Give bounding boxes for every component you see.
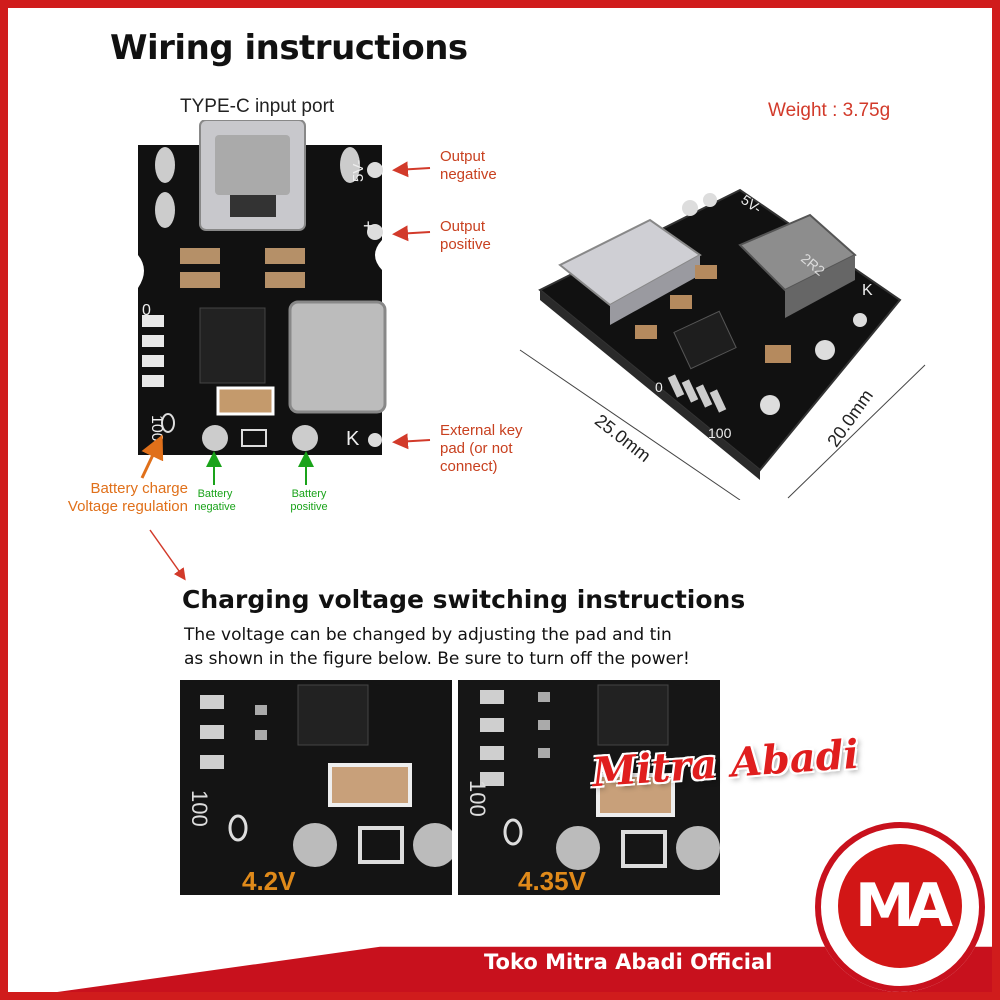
iso-label-0: 0 (655, 379, 663, 395)
store-logo-mark: MA (838, 844, 962, 968)
section2-line1: The voltage can be changed by adjusting … (184, 625, 672, 645)
weight-label: Weight : 3.75g (768, 100, 891, 121)
photo2-label-100: 100 (465, 780, 490, 817)
photo1-voltage: 4.2V (242, 866, 296, 895)
section2-line2: as shown in the figure below. Be sure to… (184, 649, 690, 669)
iso-label-100: 100 (708, 425, 732, 441)
page-title: Wiring instructions (110, 28, 468, 68)
footer-text: Toko Mitra Abadi Official (484, 950, 773, 974)
board-label-plus: + (363, 216, 374, 236)
photo-4-2v: 100 4.2V (180, 680, 452, 895)
board-isometric-view: 5V- 2R2 K 0 100 (519, 188, 926, 500)
annotation-arrows (140, 161, 431, 581)
iso-label-k: K (862, 282, 873, 299)
photo2-voltage: 4.35V (518, 866, 587, 895)
photo1-label-100: 100 (187, 790, 212, 827)
photo-4-35v: 100 4.35V (458, 680, 720, 895)
typec-label: TYPE-C input port (180, 96, 335, 117)
section2-description: The voltage can be changed by adjusting … (184, 623, 690, 671)
section2-title: Charging voltage switching instructions (182, 585, 746, 614)
board-label-0: 0 (142, 302, 151, 319)
board-label-k: K (346, 428, 360, 450)
board-top-view: 0 100 K 5V- + (138, 120, 387, 455)
board-label-5v: 5V- (350, 159, 367, 182)
